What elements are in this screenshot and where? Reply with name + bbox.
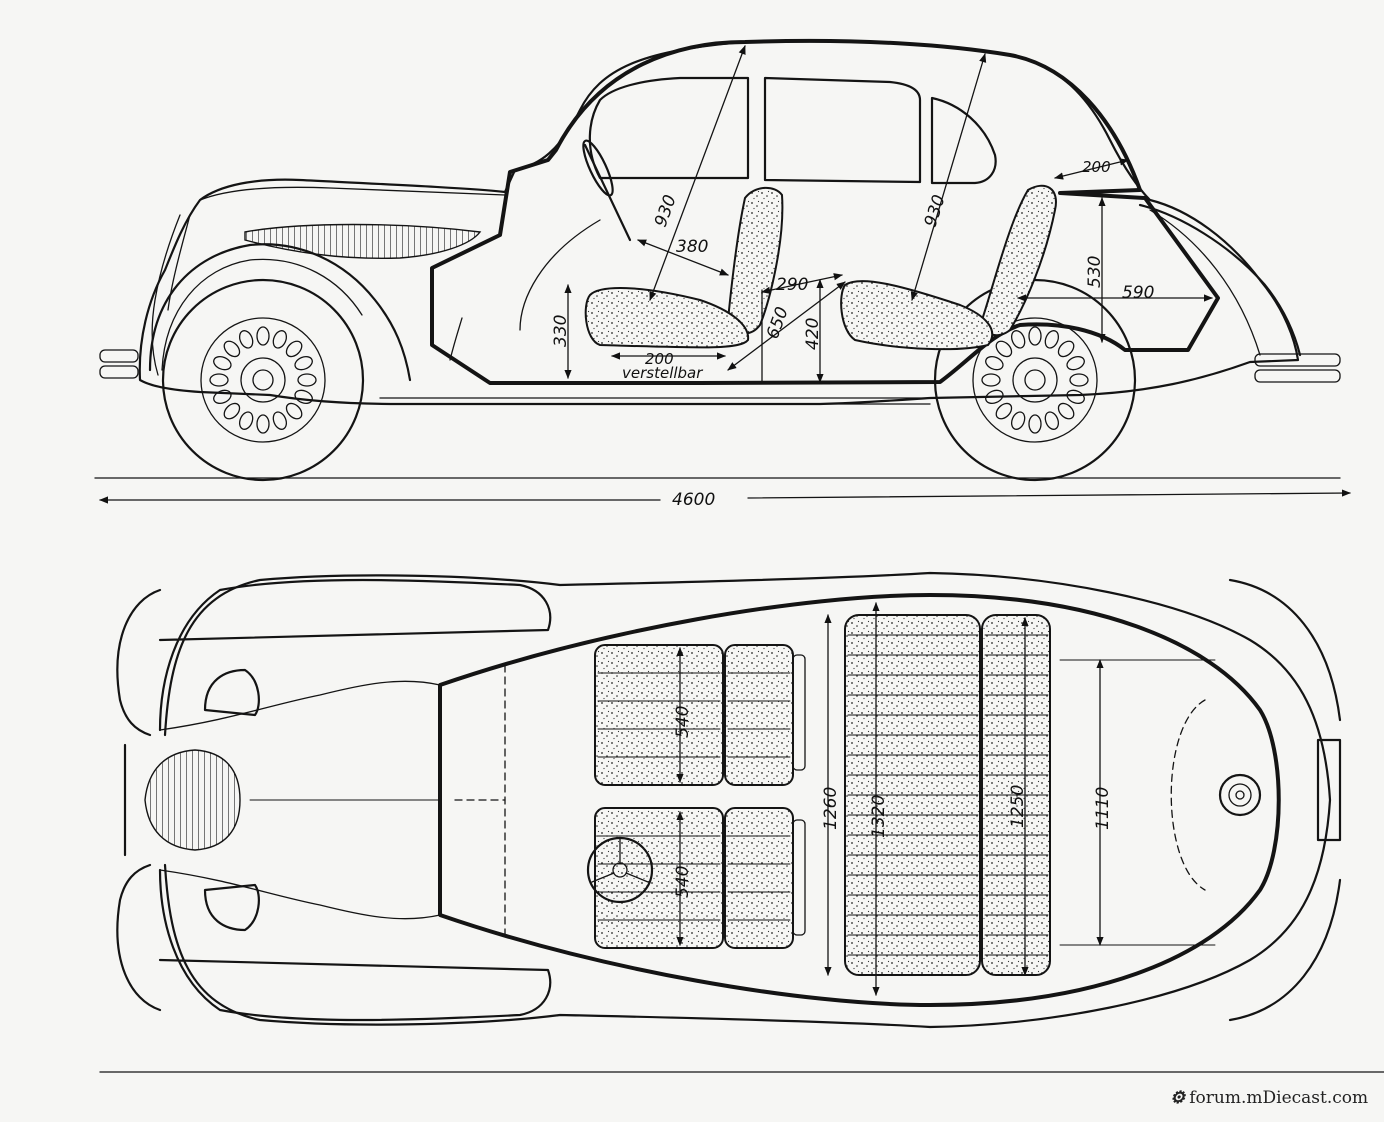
front-seat-right-cushion [594,807,724,949]
wheel-hole [285,340,303,358]
front-seat-cushion [584,287,750,349]
dim-seat-height-front: 330 [551,315,571,347]
front-bumper-bottom-arc [116,863,162,1012]
wheel-hole [223,402,241,420]
rear-fender [1138,203,1302,357]
wheel-hole [1069,373,1089,387]
wheel-hole [985,355,1004,371]
wheel-hole [285,402,303,420]
front-seat-left-cushion [594,644,724,786]
steering-wheel [582,139,614,197]
wheel-hole [1057,402,1075,420]
dim-interior-width-front: 1260 [821,787,841,830]
dim-rear-legroom: 290 [776,275,808,295]
dim-headroom-rear: 930 [921,192,950,229]
front-bumper-bottom [99,365,139,379]
wheel-hole [294,355,313,371]
rear-seat-cushion [840,280,994,351]
top-dimension-lines [676,602,1216,996]
wheel-hole [1044,411,1060,430]
window-front [588,76,750,180]
top-body-outline [163,571,1332,1029]
wheel-hole [223,340,241,358]
wheel-hole [1028,326,1042,346]
wheel-hole [985,389,1004,405]
dim-trunk-width: 1110 [1093,787,1113,830]
rear-plate [1316,738,1342,842]
wheel-hole [238,330,254,349]
dim-trunk-height: 530 [1085,256,1105,288]
hood-line [199,186,506,201]
wheel-hole [256,414,270,434]
steering-column [583,143,632,242]
dim-front-seat-width-right: 540 [673,866,693,898]
front-bumper-top-arc [116,588,162,737]
front-fender-left [158,578,552,732]
note-seat-adjust: verstellbar [622,364,703,382]
wheel-hole [1028,414,1042,434]
wheel-hole [256,326,270,346]
wheel-hole [294,389,313,405]
headlight-left [203,668,260,717]
dim-seat-depth-front: 380 [676,237,708,257]
wheel-hole [981,373,1001,387]
front-fender [148,243,412,382]
rear-bumper-top [1254,353,1341,367]
wheel-hole [213,389,232,405]
interior-cutaway [430,38,1220,385]
rear-bumper-top-arc [1228,578,1342,722]
spare-wheel [1218,773,1262,817]
dim-overall-length: 4600 [672,490,715,510]
dim-trunk-top: 200 [1082,158,1111,176]
wheel-hole [1066,355,1085,371]
wheel-hole [209,373,229,387]
wheel-hole [995,402,1013,420]
dim-diagonal-entry: 650 [763,304,793,341]
side-grille [244,223,482,259]
rear-bumper-bottom-arc [1228,878,1342,1022]
dim-headroom-front: 930 [651,192,681,229]
headlight-right [203,883,260,932]
watermark-text: forum.mDiecast.com [1189,1088,1369,1108]
rear-seat-back [980,184,1057,337]
dim-interior-width-rear: 1320 [869,795,889,838]
dim-trunk-depth: 590 [1122,283,1154,303]
wheel-hole [213,355,232,371]
window-middle [763,76,922,184]
rear-wheel [933,278,1137,482]
wheel-hole [1044,330,1060,349]
watermark: ⚙ forum.mDiecast.com [1170,1088,1368,1108]
front-seat-right-back [724,807,794,949]
front-fender-right [158,868,552,1022]
length-arrow-right [747,489,1351,499]
wheel-hole [297,373,317,387]
dim-seat-adjust: 200 [645,350,674,368]
front-bumper-top [99,349,139,363]
window-rear [930,96,997,185]
side-dimension-lines [564,45,1213,384]
front-seat-left-back [724,644,794,786]
wheel-hole [1010,411,1026,430]
top-interior-cutaway [438,593,1281,1007]
front-wheel [161,278,365,482]
wheel-hole [1066,389,1085,405]
wheel-hole [1057,340,1075,358]
wheel-hole [1010,330,1026,349]
top-grille [144,749,241,851]
dim-rear-seat-height: 420 [803,318,823,350]
top-view: 540 540 1260 1320 1250 1110 [99,571,1384,1073]
watermark-logo-icon: ⚙ [1170,1088,1186,1108]
steering-wheel-top [586,836,654,904]
side-view: 930 930 380 330 200 verstellbar 290 650 … [94,38,1351,510]
wheel-hole [995,340,1013,358]
dim-front-seat-width-left: 540 [673,706,693,738]
wheel-hole [238,411,254,430]
dim-rear-seat-width: 1250 [1008,785,1028,828]
rear-bumper-bottom [1254,369,1341,383]
wheel-hole [272,411,288,430]
wheel-hole [272,330,288,349]
